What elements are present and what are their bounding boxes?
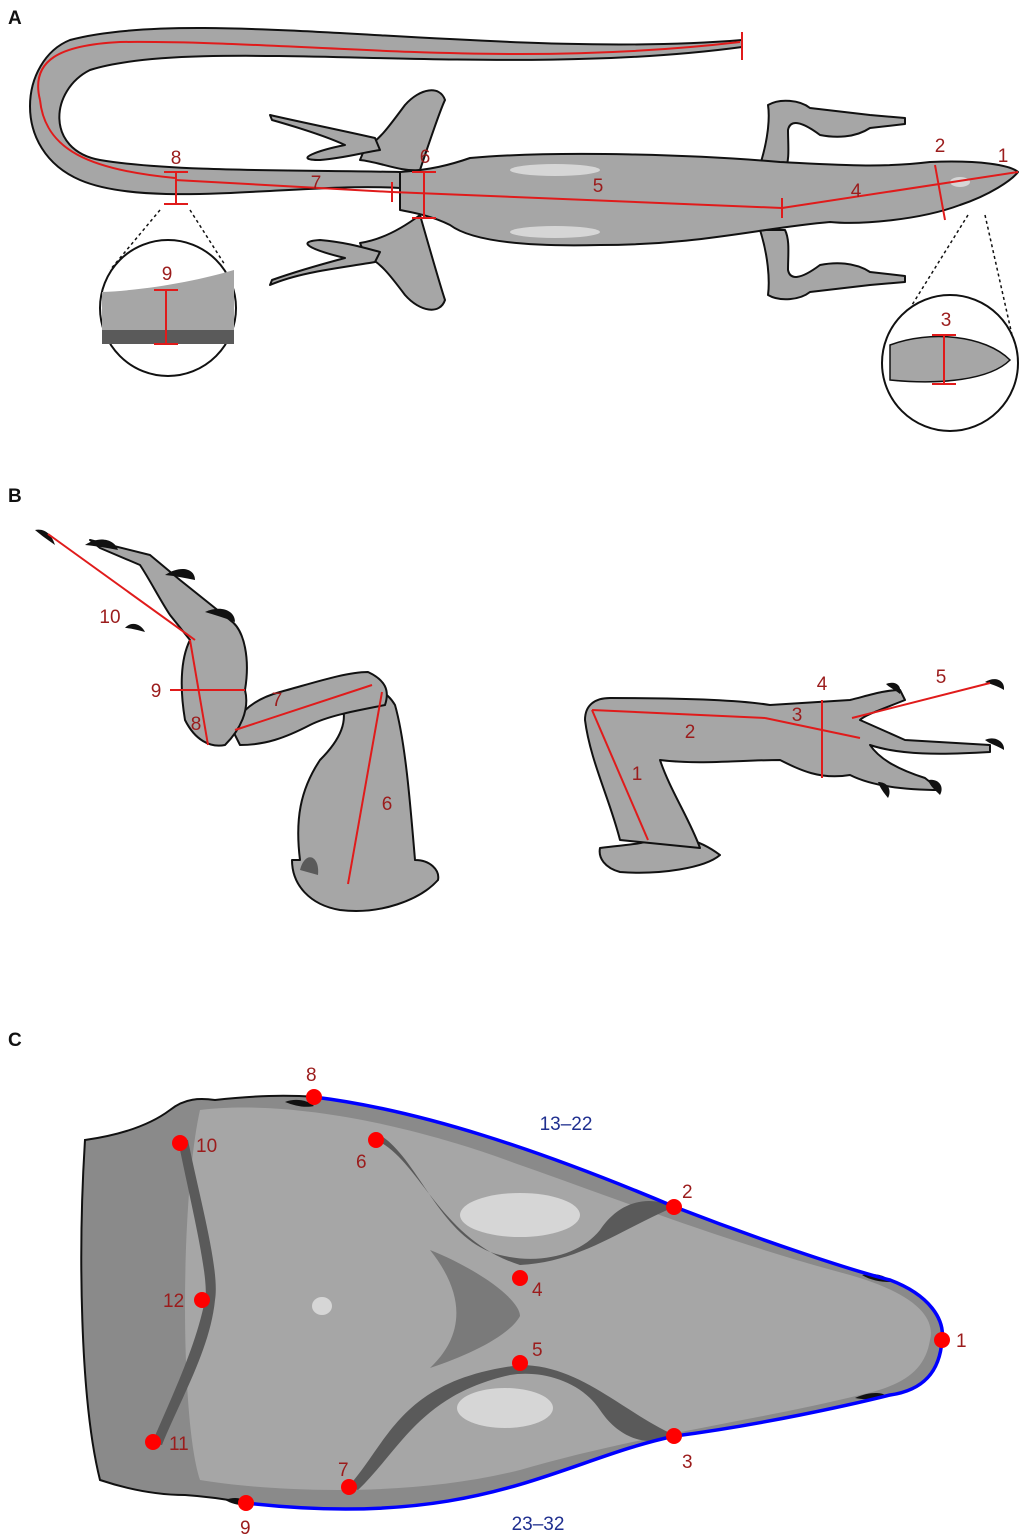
label-a-9: 9 xyxy=(162,264,173,285)
landmark-label-5: 5 xyxy=(532,1340,543,1361)
landmark-label-6: 6 xyxy=(356,1152,367,1173)
label-b-4: 4 xyxy=(817,674,828,695)
landmark-10 xyxy=(172,1135,188,1151)
skull-dorsal-view xyxy=(81,1096,942,1509)
label-b-1: 1 xyxy=(632,764,643,785)
landmark-label-12: 12 xyxy=(163,1291,184,1312)
landmark-11 xyxy=(145,1434,161,1450)
label-a-3: 3 xyxy=(941,310,952,331)
forelimb-drawing: 1 2 3 4 5 xyxy=(585,667,1004,873)
landmark-6 xyxy=(368,1132,384,1148)
panel-b: B 10 9 8 7 6 xyxy=(8,486,1004,911)
landmark-9 xyxy=(238,1495,254,1511)
landmark-label-7: 7 xyxy=(338,1460,349,1481)
left-forelimb xyxy=(760,101,905,170)
right-hindlimb-foot xyxy=(270,240,380,285)
label-a-6: 6 xyxy=(420,147,431,168)
panel-b-letter: B xyxy=(8,486,22,507)
semilandmark-label-upper: 13–22 xyxy=(540,1114,593,1135)
label-b-10: 10 xyxy=(99,607,120,628)
landmark-4 xyxy=(512,1270,528,1286)
left-hindlimb-upper xyxy=(360,90,445,170)
label-b-9: 9 xyxy=(151,681,162,702)
landmark-label-1: 1 xyxy=(956,1331,967,1352)
label-a-1: 1 xyxy=(998,146,1009,167)
forelimb-lower xyxy=(585,690,990,848)
label-a-8: 8 xyxy=(171,148,182,169)
landmark-label-8: 8 xyxy=(306,1065,317,1086)
panel-a-letter: A xyxy=(8,8,22,29)
panel-c: C 13–22 23–32 xyxy=(8,1030,967,1539)
landmark-label-4: 4 xyxy=(532,1280,543,1301)
label-a-5: 5 xyxy=(593,176,604,197)
label-b-8: 8 xyxy=(191,714,202,735)
landmark-label-2: 2 xyxy=(682,1182,693,1203)
label-b-3: 3 xyxy=(792,705,803,726)
trunk-highlight-top xyxy=(510,164,600,176)
landmark-7 xyxy=(341,1479,357,1495)
landmark-label-10: 10 xyxy=(196,1136,217,1157)
landmark-label-3: 3 xyxy=(682,1452,693,1473)
landmark-12 xyxy=(194,1292,210,1308)
left-hindlimb-foot xyxy=(270,115,380,160)
label-b-5: 5 xyxy=(936,667,947,688)
label-b-7: 7 xyxy=(272,690,283,711)
landmark-5 xyxy=(512,1355,528,1371)
label-a-2: 2 xyxy=(935,136,946,157)
landmark-label-9: 9 xyxy=(240,1518,251,1539)
landmark-3 xyxy=(666,1428,682,1444)
label-a-4: 4 xyxy=(851,181,862,202)
hindlimb-drawing: 10 9 8 7 6 xyxy=(35,530,438,911)
landmark-label-11: 11 xyxy=(169,1434,189,1455)
label-b-6: 6 xyxy=(382,794,393,815)
landmark-2 xyxy=(666,1199,682,1215)
hindlimb-foot xyxy=(90,540,247,746)
panel-a: A xyxy=(8,8,1018,431)
lizard-trunk-head xyxy=(400,154,1018,245)
right-forelimb xyxy=(760,230,905,299)
landmark-1 xyxy=(934,1332,950,1348)
landmark-8 xyxy=(306,1089,322,1105)
semilandmark-label-lower: 23–32 xyxy=(512,1514,565,1535)
label-b-2: 2 xyxy=(685,722,696,743)
label-a-7: 7 xyxy=(311,173,322,194)
panel-c-letter: C xyxy=(8,1030,22,1051)
trunk-highlight-bottom xyxy=(510,226,600,238)
lizard-dorsal-view: 1 2 3 4 5 6 7 8 9 xyxy=(30,28,1018,431)
